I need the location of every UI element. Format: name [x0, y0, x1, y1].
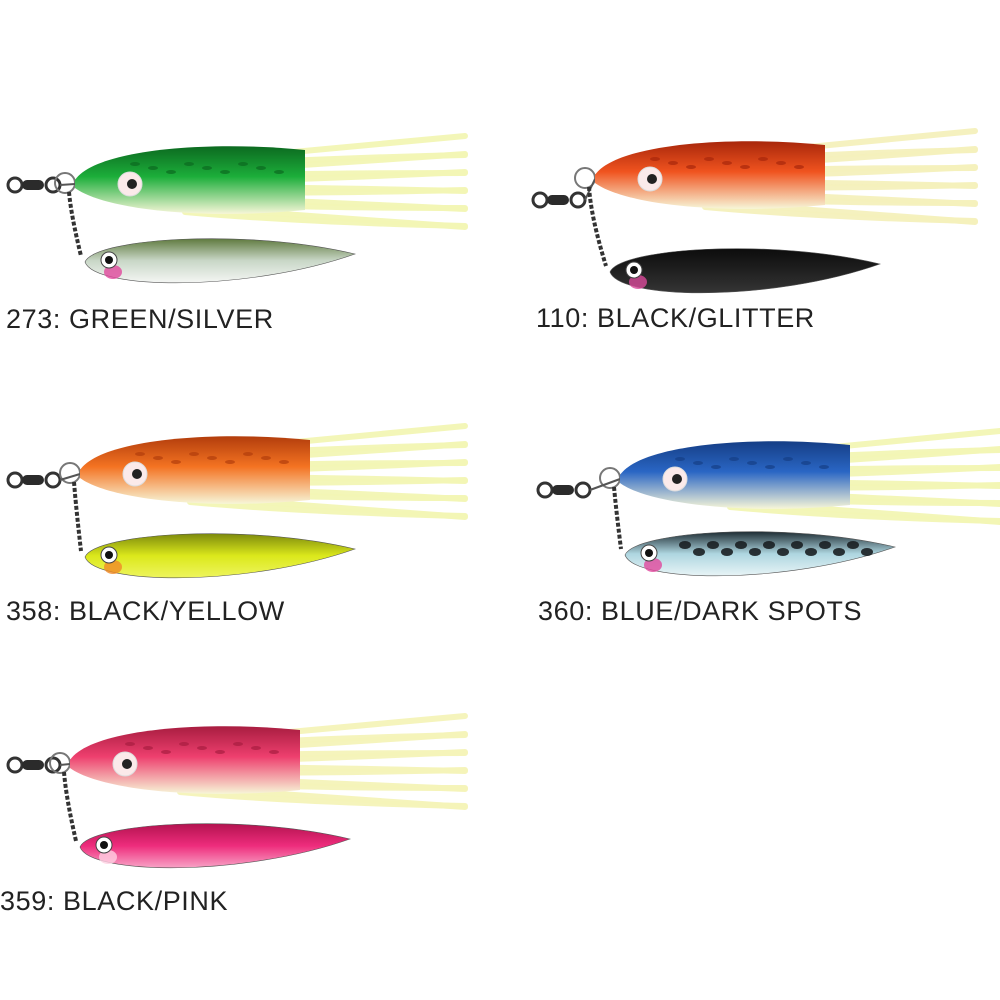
swivel-icon — [531, 167, 608, 267]
spoon — [84, 238, 357, 284]
lure-caption-360: 360: BLUE/DARK SPOTS — [538, 596, 863, 626]
squid-head — [595, 141, 825, 209]
lure-273 — [0, 110, 480, 284]
lure-caption-110: 110: BLACK/GLITTER — [536, 303, 815, 333]
lure-image — [536, 428, 1000, 577]
lure-image — [6, 133, 468, 284]
squid-head — [70, 726, 300, 794]
spoon — [79, 823, 352, 869]
squid-head — [80, 436, 310, 504]
squid-head — [75, 146, 305, 214]
squid-head — [620, 441, 850, 509]
spoon — [624, 531, 897, 577]
swivel-icon — [536, 467, 623, 550]
lure-caption-359: 359: BLACK/PINK — [0, 886, 229, 916]
spoon — [84, 533, 357, 579]
lure-110 — [525, 85, 1000, 294]
spoon — [609, 248, 882, 294]
lure-360 — [530, 395, 1000, 585]
swivel-icon — [6, 752, 78, 842]
lure-image — [6, 423, 468, 579]
lure-359 — [0, 685, 480, 869]
lure-image — [531, 128, 978, 294]
swivel-icon — [6, 462, 83, 552]
lure-caption-273: 273: GREEN/SILVER — [6, 304, 274, 334]
lure-358 — [0, 405, 480, 585]
swivel-icon — [6, 172, 83, 257]
lure-image — [6, 713, 468, 869]
lure-caption-358: 358: BLACK/YELLOW — [6, 596, 285, 626]
